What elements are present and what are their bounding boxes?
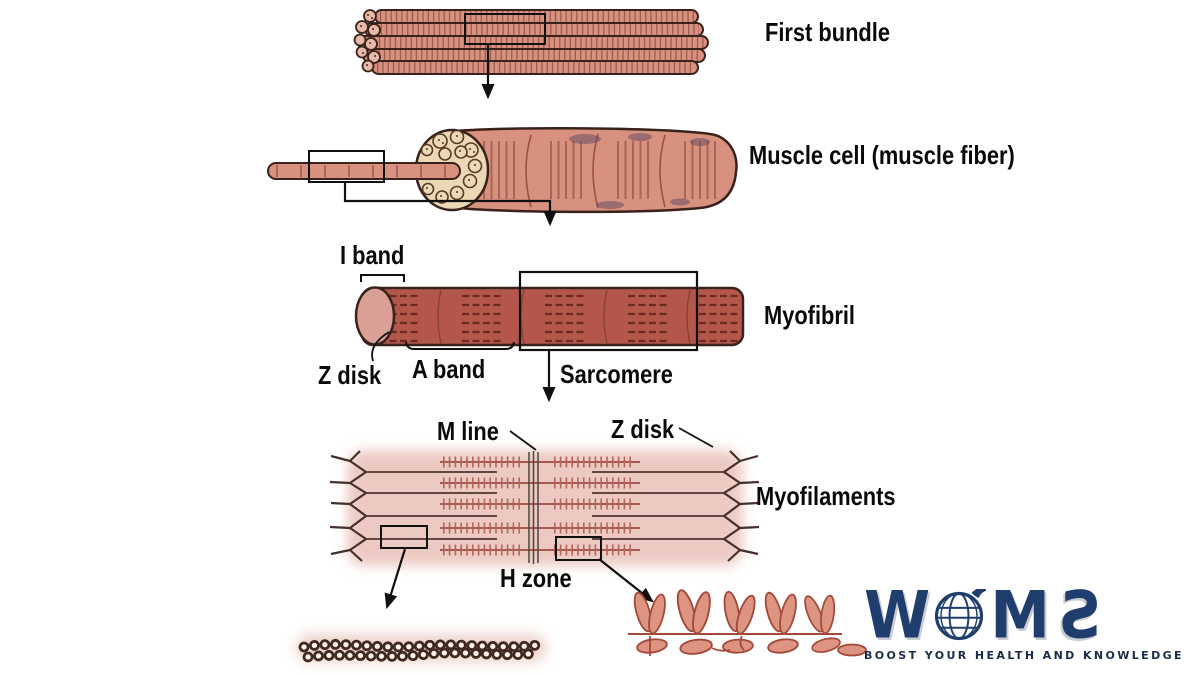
m-line-pointer-line xyxy=(509,430,537,451)
myofibril-strand-pullout xyxy=(267,162,461,180)
first-bundle-illustration xyxy=(353,9,709,100)
bundle-cut-ends xyxy=(353,9,381,73)
myofibril-end-cap xyxy=(354,286,396,346)
z-disk-zigzag-left xyxy=(329,450,368,562)
m-line-lines xyxy=(528,451,539,564)
label-first-bundle: First bundle xyxy=(765,17,890,47)
sarcomere-box xyxy=(518,270,699,352)
label-sarcomere: Sarcomere xyxy=(560,359,673,389)
label-myofilaments: Myofilaments xyxy=(756,481,896,511)
myofibril-illustration xyxy=(354,270,745,403)
a-band-bracket xyxy=(405,341,515,350)
logo-letter-m: M xyxy=(990,578,1050,654)
arrow-to-myosin-icon xyxy=(598,558,654,603)
myosin-illustration xyxy=(628,587,867,657)
label-i-band: I band xyxy=(340,240,405,270)
arrow-cell-to-myofibril-icon xyxy=(343,183,557,227)
muscle-cell-inset-box xyxy=(308,150,385,183)
muscle-cell-illustration xyxy=(267,127,738,227)
z-disk-zigzag-right xyxy=(722,450,760,562)
woms-logo-letters: W M S xyxy=(864,578,1174,654)
thick-filaments xyxy=(440,462,640,550)
myosin-inset-box xyxy=(555,536,602,561)
label-z-disk-lower: Z disk xyxy=(611,414,675,444)
logo-tagline: BOOST YOUR HEALTH AND KNOWLEDGE xyxy=(864,649,1184,662)
logo-letter-w: W xyxy=(864,578,931,654)
first-bundle-inset-box xyxy=(464,13,546,45)
label-a-band: A band xyxy=(412,354,486,384)
label-muscle-cell: Muscle cell (muscle fiber) xyxy=(749,140,1015,170)
globe-icon xyxy=(935,589,987,641)
myofilaments-illustration xyxy=(329,427,760,610)
label-z-disk-upper: Z disk xyxy=(318,360,382,390)
myofilament-background-glow xyxy=(347,450,743,566)
i-band-bracket xyxy=(360,274,405,282)
label-h-zone: H zone xyxy=(500,563,572,593)
label-m-line: M line xyxy=(437,416,499,446)
woms-logo: W M S BOOST YOUR HEALTH AND KNOWLEDGE xyxy=(864,578,1184,662)
actin-illustration xyxy=(298,639,544,663)
z-disk-lower-pointer-line xyxy=(678,427,714,448)
arrow-to-actin-icon xyxy=(384,548,407,610)
actin-inset-box xyxy=(380,525,428,549)
z-disk-pointer-line xyxy=(371,331,390,362)
logo-letter-s: S xyxy=(1057,578,1102,654)
label-myofibril: Myofibril xyxy=(764,300,856,330)
